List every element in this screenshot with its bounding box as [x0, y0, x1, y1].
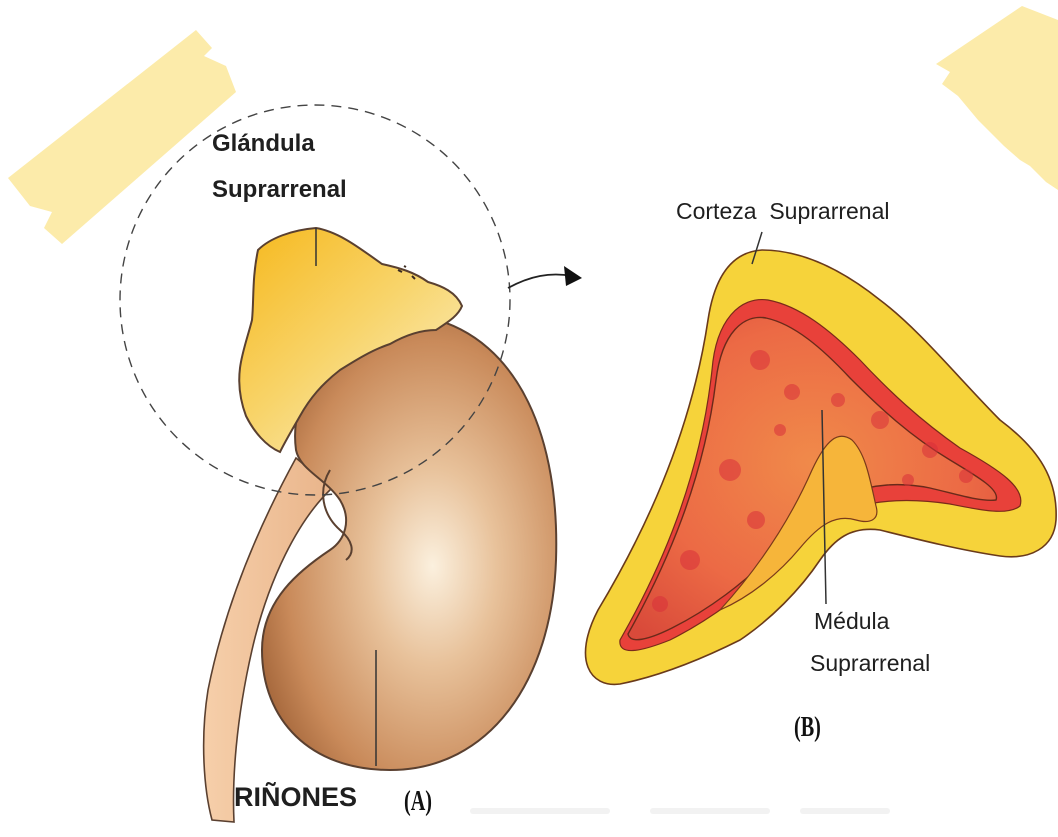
faint-mark	[650, 808, 770, 814]
panel-label-a: (A)	[404, 786, 432, 818]
faint-mark	[800, 808, 890, 814]
label-kidney: RIÑONES	[234, 782, 357, 813]
label-gland-line1: Glándula	[212, 130, 315, 158]
tape-top-right	[936, 6, 1058, 190]
zoom-arrowhead	[564, 266, 582, 286]
label-gland-line2: Suprarrenal	[212, 176, 347, 204]
zoom-arrow-line	[508, 275, 572, 289]
label-medulla-line1: Médula	[814, 608, 889, 635]
panel-label-b: (B)	[794, 712, 821, 744]
label-cortex: Corteza Suprarrenal	[676, 198, 890, 225]
tape-top-left	[8, 30, 236, 244]
faint-mark	[470, 808, 610, 814]
label-medulla-line2: Suprarrenal	[810, 650, 930, 677]
